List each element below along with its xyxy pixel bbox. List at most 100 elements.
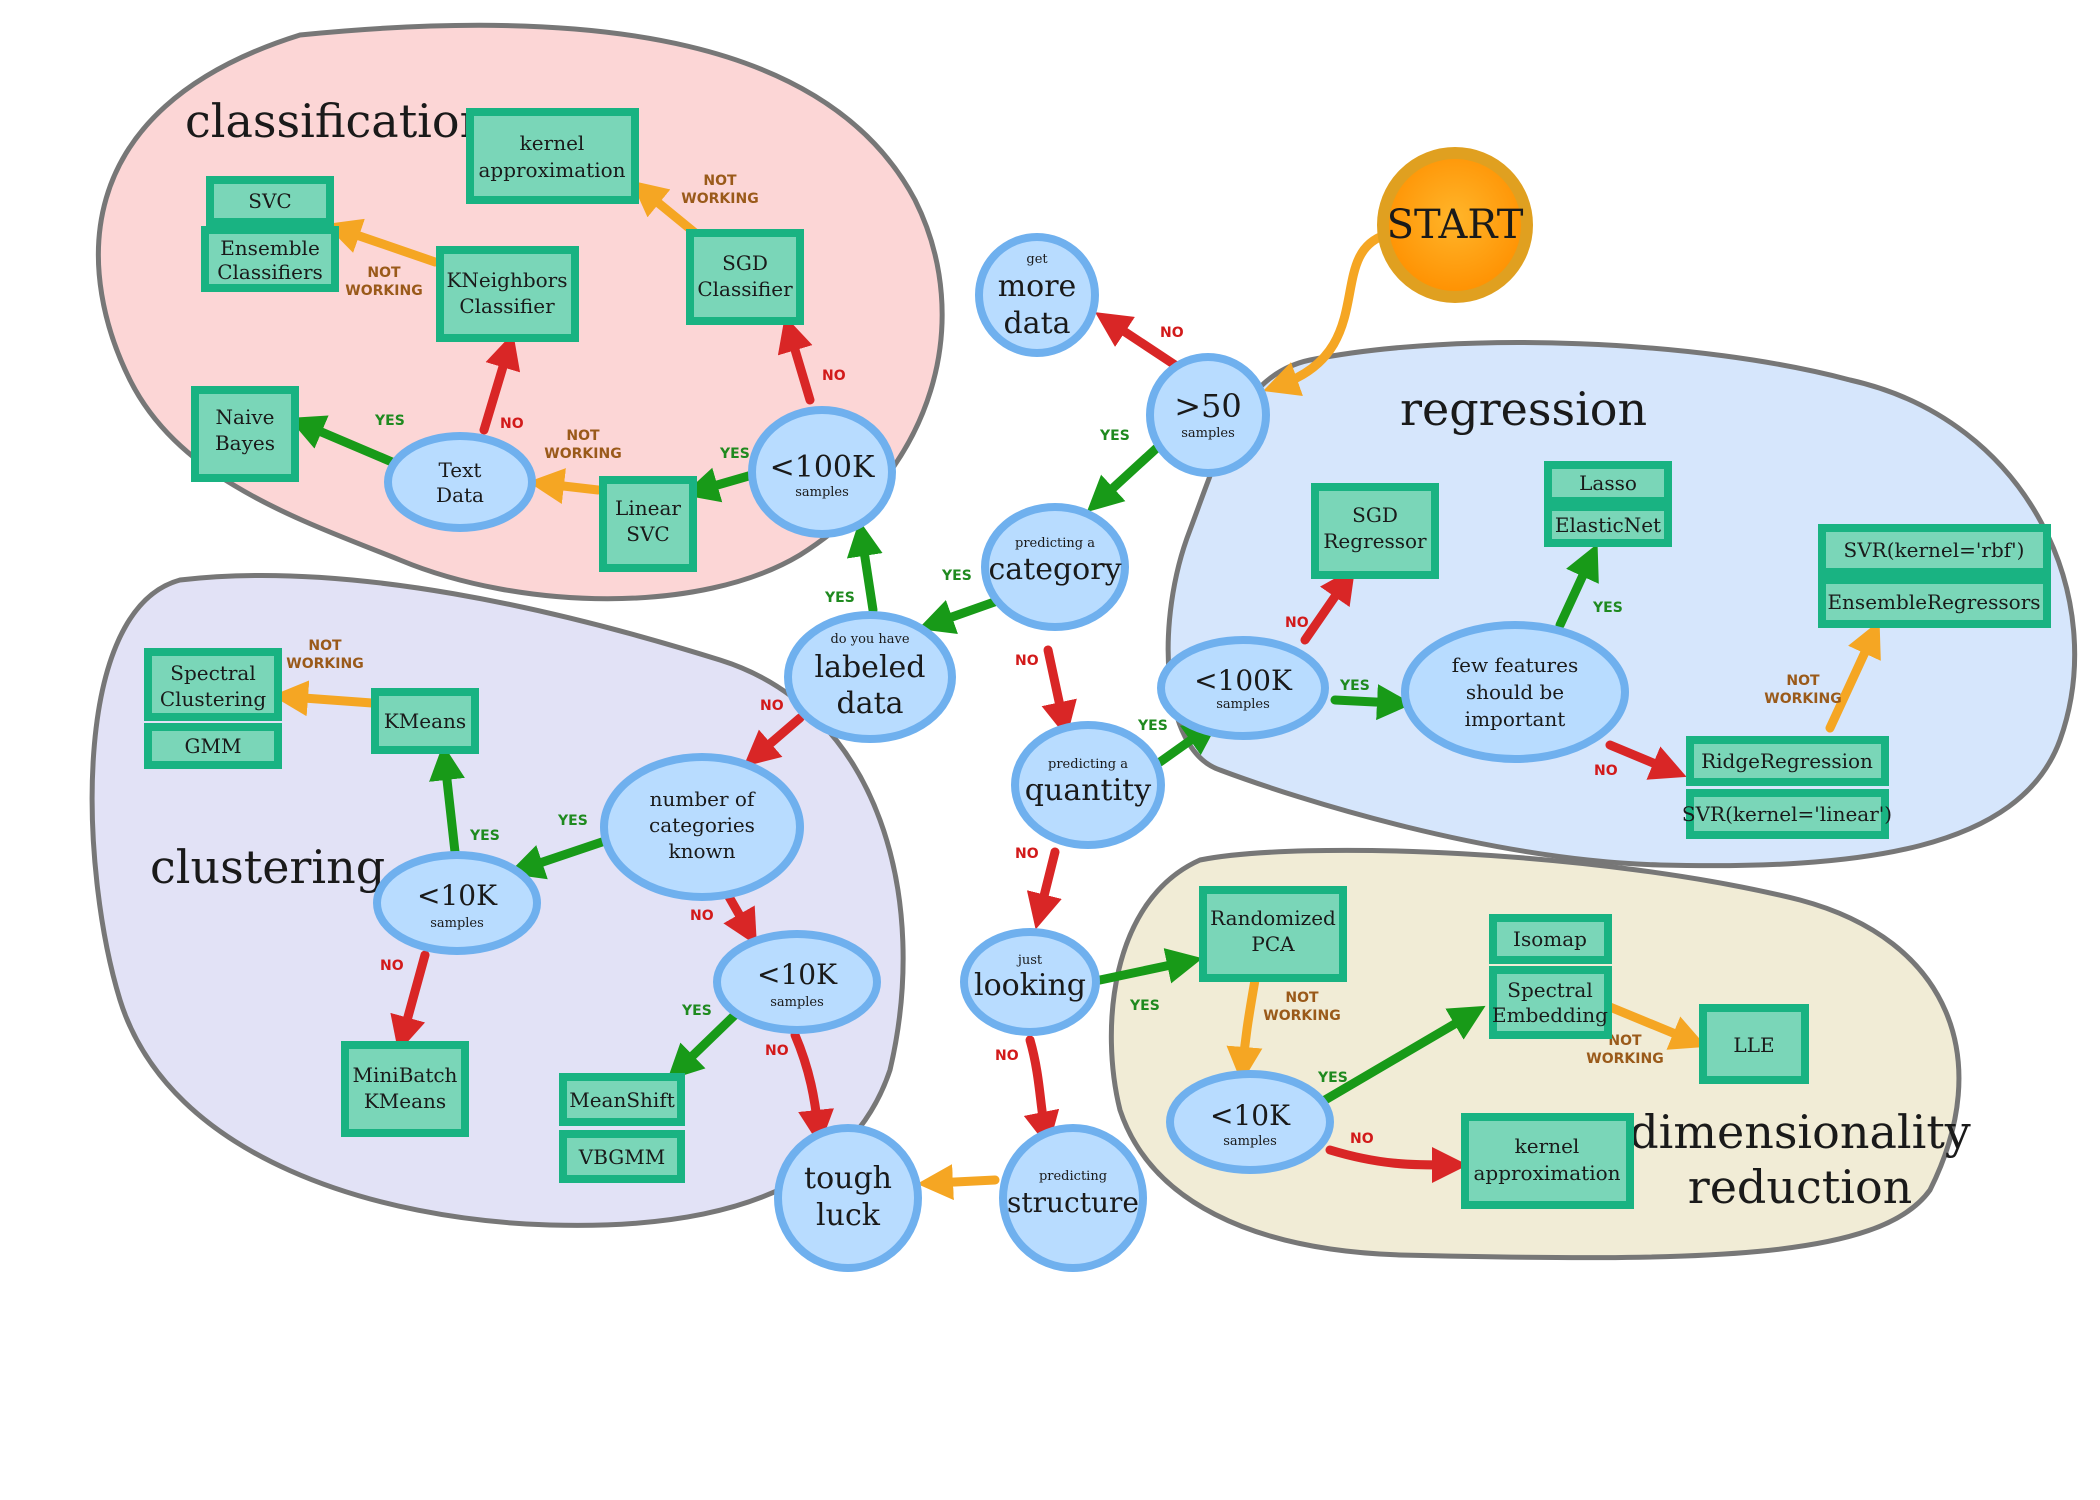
kneighbors-classifier-box[interactable]: KNeighbors Classifier	[436, 246, 579, 342]
svg-text:Linear: Linear	[615, 496, 681, 520]
linear-svc-box[interactable]: Linear SVC	[599, 476, 697, 572]
clustering-10k-no-node[interactable]: <10K samples	[713, 930, 881, 1034]
predicting-quantity-node[interactable]: predicting a quantity	[1011, 721, 1165, 849]
kmeans-box[interactable]: KMeans	[371, 688, 479, 754]
svg-text:get: get	[1026, 252, 1048, 267]
ensemble-regressors-box[interactable]: EnsembleRegressors	[1818, 576, 2051, 628]
svg-text:structure: structure	[1007, 1186, 1139, 1219]
svg-text:SGD: SGD	[1352, 503, 1398, 527]
svg-text:predicting: predicting	[1039, 1169, 1107, 1184]
kernel-approximation-classifier-box[interactable]: kernel approximation	[466, 108, 639, 204]
label-clu10ka-yes: YES	[469, 828, 500, 844]
svg-text:labeled: labeled	[815, 650, 926, 685]
spectral-embedding-box[interactable]: Spectral Embedding	[1489, 966, 1612, 1039]
few-features-node[interactable]: few features should be important	[1401, 621, 1629, 763]
label-rpca-not: NOT	[1285, 990, 1319, 1006]
arrow-structure-to-tough	[917, 1164, 1000, 1201]
arrow-start-to-gt50	[1263, 230, 1390, 397]
svg-text:SGD: SGD	[722, 251, 768, 275]
elasticnet-box[interactable]: ElasticNet	[1544, 503, 1672, 547]
label-text-yes: YES	[374, 413, 405, 429]
lasso-box[interactable]: Lasso	[1544, 461, 1672, 505]
gt50-samples-node[interactable]: >50 samples	[1146, 353, 1270, 477]
svg-text:categories: categories	[649, 813, 755, 837]
label-sgd-not: NOT	[703, 173, 737, 189]
vbgmm-box[interactable]: VBGMM	[559, 1130, 685, 1183]
arrow-quantity-yes	[1155, 719, 1220, 767]
svg-text:MeanShift: MeanShift	[569, 1088, 675, 1112]
svg-text:more: more	[998, 269, 1077, 304]
ridge-regression-box[interactable]: RidgeRegression	[1686, 736, 1889, 786]
svg-text:category: category	[988, 552, 1121, 587]
svg-text:do you have: do you have	[830, 632, 909, 647]
label-ridge-not: NOT	[1786, 673, 1820, 689]
just-looking-node[interactable]: just looking	[960, 928, 1100, 1036]
svg-text:START: START	[1387, 202, 1524, 248]
spectral-clustering-box[interactable]: Spectral Clustering	[144, 648, 282, 721]
label-labeled-no: NO	[760, 698, 784, 714]
svg-text:Text: Text	[439, 458, 482, 482]
label-text-no: NO	[500, 416, 524, 432]
svr-linear-box[interactable]: SVR(kernel='linear')	[1682, 789, 1892, 839]
sgd-classifier-box[interactable]: SGD Classifier	[686, 229, 804, 325]
label-labeled-yes: YES	[824, 590, 855, 606]
svg-text:samples: samples	[430, 916, 484, 931]
classification-title: classification	[185, 94, 489, 148]
predicting-category-node[interactable]: predicting a category	[981, 503, 1129, 631]
sgd-regressor-box[interactable]: SGD Regressor	[1311, 483, 1439, 579]
svg-text:KNeighbors: KNeighbors	[446, 268, 567, 292]
tough-luck-node[interactable]: tough luck	[774, 1124, 922, 1272]
svg-text:Randomized: Randomized	[1210, 906, 1336, 930]
meanshift-box[interactable]: MeanShift	[559, 1073, 685, 1126]
svc-box[interactable]: SVC	[206, 176, 334, 226]
kernel-approximation-dim-box[interactable]: kernel approximation	[1461, 1113, 1634, 1209]
svg-text:<100K: <100K	[1194, 664, 1293, 697]
arrow-linearsvc-nw	[528, 468, 603, 504]
label-numcat-no: NO	[690, 908, 714, 924]
label-clu10kb-yes: YES	[681, 1003, 712, 1019]
svg-text:data: data	[836, 686, 903, 721]
classification-100k-node[interactable]: <100K samples	[748, 406, 896, 538]
label-dim10k-no: NO	[1350, 1131, 1374, 1147]
gmm-box[interactable]: GMM	[144, 723, 282, 769]
arrow-ridge-nw	[1825, 620, 1881, 733]
label-quantity-no: NO	[1015, 846, 1039, 862]
svg-text:MiniBatch: MiniBatch	[353, 1063, 458, 1087]
arrow-text-yes	[288, 415, 397, 467]
start-node[interactable]: START	[1377, 147, 1533, 303]
predicting-structure-node[interactable]: predicting structure	[999, 1124, 1147, 1272]
text-data-node[interactable]: Text Data	[384, 432, 536, 532]
svr-rbf-box[interactable]: SVR(kernel='rbf')	[1818, 524, 2051, 576]
svg-text:Regressor: Regressor	[1323, 529, 1427, 553]
arrow-numcat-no	[723, 890, 757, 946]
svg-text:Data: Data	[436, 483, 484, 507]
dimensionality-10k-node[interactable]: <10K samples	[1166, 1070, 1334, 1174]
number-of-categories-node[interactable]: number of categories known	[600, 753, 804, 901]
svg-text:VBGMM: VBGMM	[578, 1145, 665, 1169]
svg-text:known: known	[668, 839, 735, 863]
svg-text:>50: >50	[1174, 387, 1242, 425]
regression-100k-node[interactable]: <100K samples	[1157, 636, 1329, 740]
naive-bayes-box[interactable]: Naive Bayes	[191, 386, 299, 482]
ensemble-classifiers-box[interactable]: Ensemble Classifiers	[201, 226, 339, 292]
label-sgd-working: WORKING	[681, 191, 758, 207]
minibatch-kmeans-box[interactable]: MiniBatch KMeans	[341, 1041, 469, 1137]
arrow-gt50-yes	[1086, 440, 1165, 513]
labeled-data-node[interactable]: do you have labeled data	[784, 611, 956, 743]
label-quantity-yes: YES	[1137, 718, 1168, 734]
svg-text:looking: looking	[974, 968, 1086, 1003]
arrow-labeled-yes	[846, 520, 883, 615]
randomized-pca-box[interactable]: Randomized PCA	[1199, 886, 1347, 982]
label-few-yes: YES	[1592, 600, 1623, 616]
arrow-dim10k-yes	[1320, 1005, 1486, 1105]
arrow-reg100k-yes	[1330, 684, 1413, 721]
regression-title: regression	[1400, 382, 1647, 436]
isomap-box[interactable]: Isomap	[1489, 914, 1612, 964]
label-reg100k-no: NO	[1285, 615, 1309, 631]
clustering-10k-yes-node[interactable]: <10K samples	[373, 851, 541, 955]
get-more-data-node[interactable]: get more data	[975, 233, 1099, 357]
svg-text:few features: few features	[1452, 653, 1578, 677]
arrow-cls100k-no	[777, 315, 815, 405]
arrow-kmeans-nw	[272, 680, 377, 717]
lle-box[interactable]: LLE	[1699, 1004, 1809, 1084]
